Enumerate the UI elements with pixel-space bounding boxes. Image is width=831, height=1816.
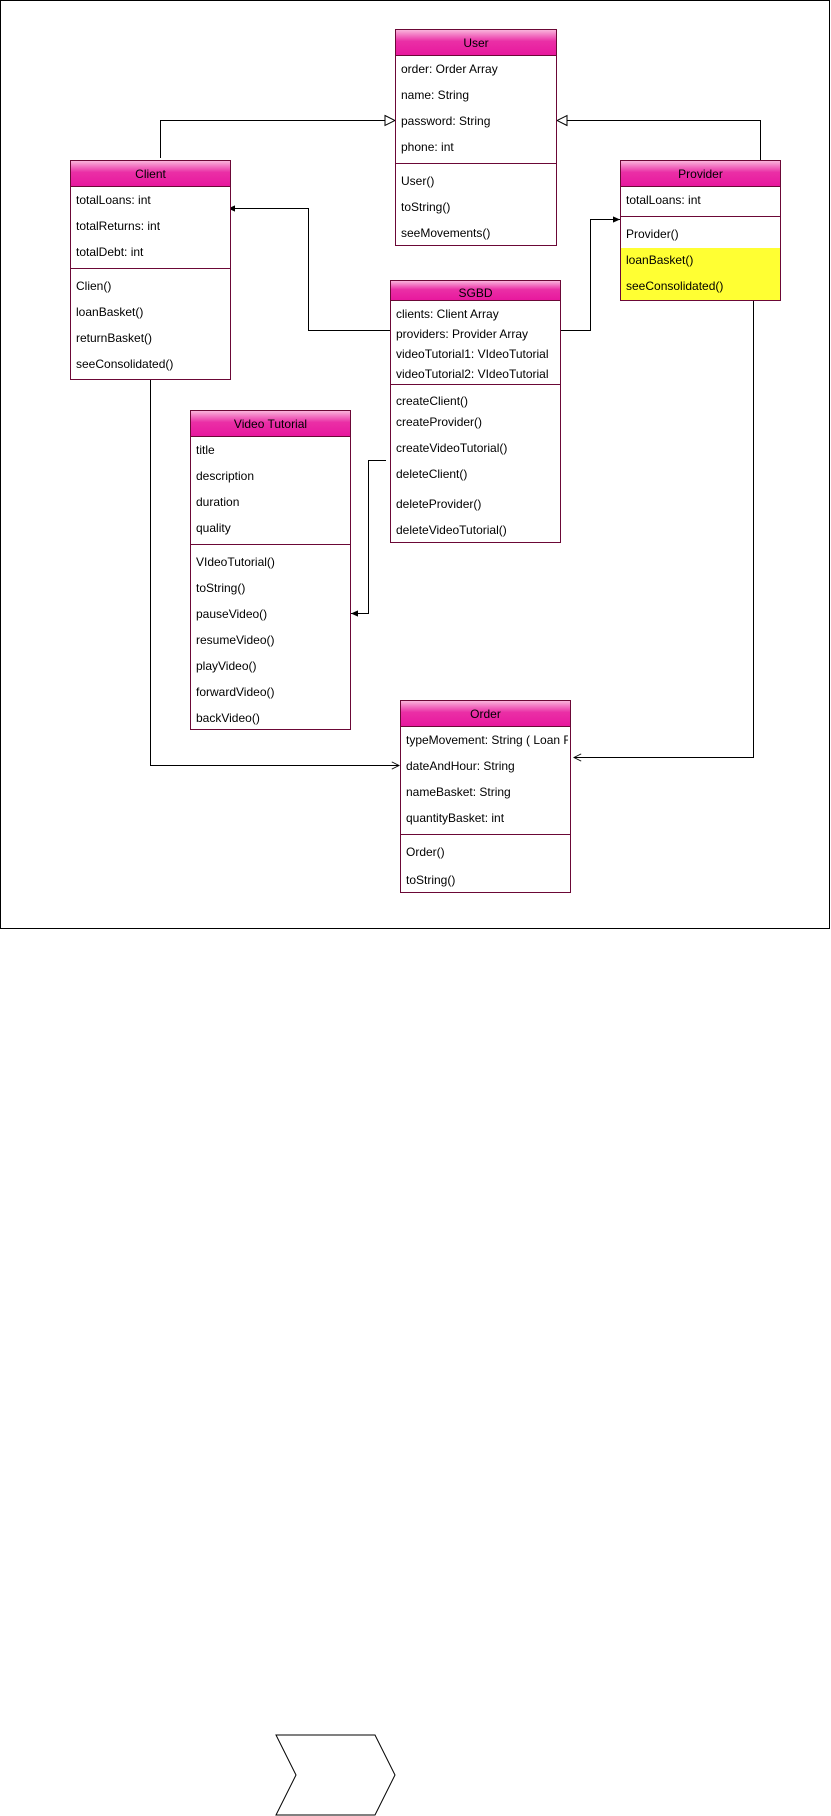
provider-method-constructor: Provider() bbox=[626, 227, 679, 241]
videotutorial-attr-description: description bbox=[196, 469, 255, 483]
order-attr-quantitybasket: quantityBasket: int bbox=[406, 811, 505, 825]
videotutorial-separator bbox=[191, 544, 350, 545]
class-client-title: Client bbox=[71, 161, 230, 187]
provider-highlight bbox=[621, 248, 780, 300]
edge-sgbd-videotutorial bbox=[351, 460, 386, 617]
class-video-tutorial: Video Tutorial title description duratio… bbox=[190, 410, 351, 730]
class-sgbd-title: SGBD bbox=[391, 281, 560, 301]
videotutorial-method-backvideo: backVideo() bbox=[196, 711, 260, 725]
user-method-seemovements: seeMovements() bbox=[401, 226, 491, 240]
sgbd-attr-providers: providers: Provider Array bbox=[396, 327, 529, 341]
sgbd-attr-clients: clients: Client Array bbox=[396, 307, 499, 321]
class-client: Client totalLoans: int totalReturns: int… bbox=[70, 160, 231, 380]
edge-client-user bbox=[160, 121, 396, 158]
client-method-returnbasket: returnBasket() bbox=[76, 331, 153, 345]
order-separator bbox=[401, 834, 570, 835]
sgbd-method-createclient: createClient() bbox=[396, 394, 469, 408]
user-attr-order: order: Order Array bbox=[401, 62, 498, 76]
sgbd-method-deleteclient: deleteClient() bbox=[396, 467, 468, 481]
sgbd-method-deletevideotutorial: deleteVideoTutorial() bbox=[396, 523, 507, 537]
class-provider: Provider totalLoans: int Provider() loan… bbox=[620, 160, 781, 301]
class-order: Order typeMovement: String ( Loan R date… bbox=[400, 700, 571, 893]
class-sgbd: SGBD clients: Client Array providers: Pr… bbox=[390, 280, 561, 543]
sgbd-attr-videotutorial1: videoTutorial1: VIdeoTutorial bbox=[396, 347, 549, 361]
client-method-seeconsolidated: seeConsolidated() bbox=[76, 357, 174, 371]
videotutorial-method-constructor: VIdeoTutorial() bbox=[196, 555, 275, 569]
edge-sgbd-client bbox=[228, 205, 390, 331]
order-attr-namebasket: nameBasket: String bbox=[406, 785, 511, 799]
sgbd-attr-videotutorial2: videoTutorial2: VIdeoTutorial bbox=[396, 367, 549, 381]
class-user-title: User bbox=[396, 30, 556, 56]
client-method-constructor: Clien() bbox=[76, 279, 112, 293]
videotutorial-attr-duration: duration bbox=[196, 495, 240, 509]
order-method-constructor: Order() bbox=[406, 845, 445, 859]
videotutorial-method-pausevideo: pauseVideo() bbox=[196, 607, 268, 621]
user-separator bbox=[396, 163, 556, 164]
client-separator bbox=[71, 268, 230, 269]
videotutorial-attr-quality: quality bbox=[196, 521, 231, 535]
client-attr-totalreturns: totalReturns: int bbox=[76, 219, 161, 233]
provider-method-seeconsolidated: seeConsolidated() bbox=[626, 279, 724, 293]
provider-attr-totalloans: totalLoans: int bbox=[626, 193, 701, 207]
user-attr-password: password: String bbox=[401, 114, 491, 128]
edge-provider-order bbox=[574, 299, 754, 758]
class-provider-title: Provider bbox=[621, 161, 780, 187]
user-attr-phone: phone: int bbox=[401, 140, 454, 154]
order-attr-typemovement: typeMovement: String ( Loan R bbox=[406, 733, 568, 747]
videotutorial-method-forwardvideo: forwardVideo() bbox=[196, 685, 275, 699]
videotutorial-method-tostring: toString() bbox=[196, 581, 246, 595]
edge-client-order bbox=[150, 380, 400, 766]
order-method-tostring: toString() bbox=[406, 873, 456, 887]
diagram-frame bbox=[0, 0, 830, 929]
user-attr-name: name: String bbox=[401, 88, 470, 102]
sgbd-method-createprovider: createProvider() bbox=[396, 415, 483, 429]
videotutorial-method-resumevideo: resumeVideo() bbox=[196, 633, 275, 647]
edge-provider-user bbox=[557, 121, 761, 160]
client-attr-totaldebt: totalDebt: int bbox=[76, 245, 144, 259]
class-video-tutorial-title: Video Tutorial bbox=[191, 411, 350, 437]
sgbd-method-deleteprovider: deleteProvider() bbox=[396, 497, 482, 511]
sgbd-separator bbox=[391, 384, 560, 385]
videotutorial-attr-title: title bbox=[196, 443, 215, 457]
class-order-title: Order bbox=[401, 701, 570, 727]
client-method-loanbasket: loanBasket() bbox=[76, 305, 144, 319]
user-method-tostring: toString() bbox=[401, 200, 451, 214]
order-attr-dateandhour: dateAndHour: String bbox=[406, 759, 515, 773]
client-attr-totalloans: totalLoans: int bbox=[76, 193, 151, 207]
edge-sgbd-provider bbox=[561, 216, 620, 331]
provider-separator bbox=[621, 216, 780, 217]
user-method-constructor: User() bbox=[401, 174, 435, 188]
provider-method-loanbasket: loanBasket() bbox=[626, 253, 694, 267]
videotutorial-method-playvideo: playVideo() bbox=[196, 659, 257, 673]
sgbd-method-createvideotutorial: createVideoTutorial() bbox=[396, 441, 508, 455]
class-user: User order: Order Array name: String pas… bbox=[395, 29, 557, 246]
step-shape bbox=[275, 1734, 396, 1816]
